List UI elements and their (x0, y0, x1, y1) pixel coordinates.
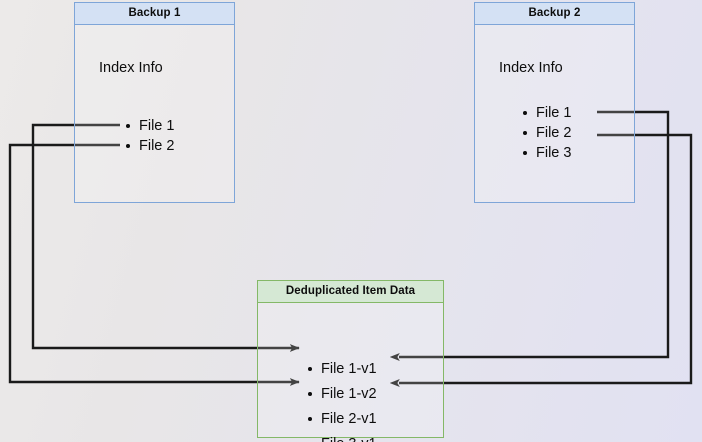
backup-1-file-list: File 1 File 2 (124, 116, 174, 156)
backup-2-index-label: Index Info (499, 60, 563, 76)
node-deduplicated-item-data[interactable]: Deduplicated Item Data File 1-v1 File 1-… (257, 280, 444, 442)
list-item[interactable]: File 3-v1 (306, 432, 377, 442)
node-backup-2-header: Backup 2 (475, 3, 634, 25)
list-item[interactable]: File 1 (521, 103, 571, 123)
node-deduplicated-item-data-header: Deduplicated Item Data (258, 281, 443, 303)
node-backup-1[interactable]: Backup 1 Index Info File 1 File 2 (74, 2, 235, 203)
backup-1-index-label: Index Info (99, 60, 163, 76)
list-item[interactable]: File 1-v2 (306, 382, 377, 407)
list-item[interactable]: File 2-v1 (306, 407, 377, 432)
node-backup-2[interactable]: Backup 2 Index Info File 1 File 2 File 3 (474, 2, 635, 203)
dedup-item-list: File 1-v1 File 1-v2 File 2-v1 File 3-v1 (306, 357, 377, 442)
list-item[interactable]: File 2 (124, 136, 174, 156)
backup-2-file-list: File 1 File 2 File 3 (521, 103, 571, 163)
list-item[interactable]: File 1 (124, 116, 174, 136)
node-backup-1-header: Backup 1 (75, 3, 234, 25)
list-item[interactable]: File 1-v1 (306, 357, 377, 382)
node-backup-1-body: Index Info File 1 File 2 (75, 25, 234, 202)
node-backup-2-body: Index Info File 1 File 2 File 3 (475, 25, 634, 202)
node-deduplicated-item-data-body: File 1-v1 File 1-v2 File 2-v1 File 3-v1 (258, 303, 443, 442)
list-item[interactable]: File 3 (521, 143, 571, 163)
list-item[interactable]: File 2 (521, 123, 571, 143)
